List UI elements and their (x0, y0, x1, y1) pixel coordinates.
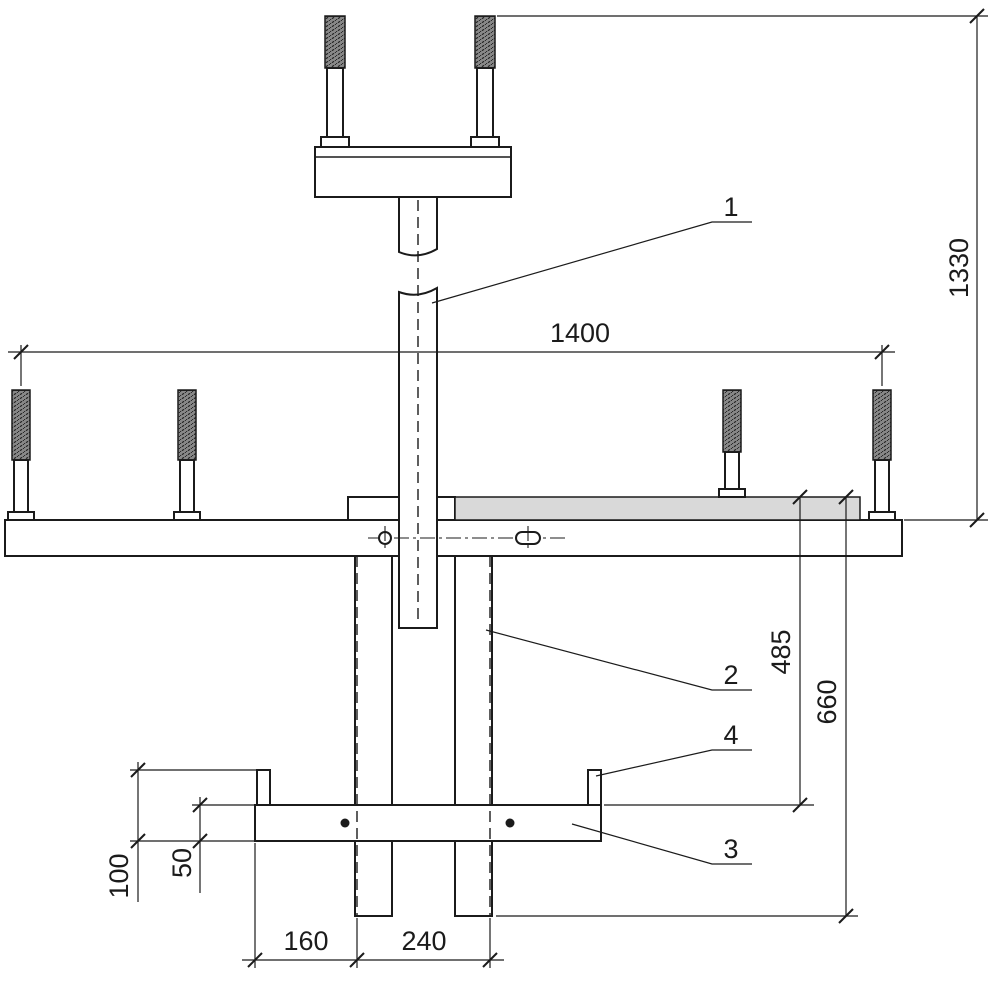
bolt-thread (722, 389, 742, 453)
bolt-shank (476, 67, 494, 138)
dim-tick (838, 908, 854, 924)
dim-tick (192, 833, 208, 849)
top-plate (314, 146, 512, 198)
dim-1330: 1330 (497, 8, 988, 528)
base-plate (254, 804, 602, 842)
leader-line (595, 749, 752, 777)
bolt-thread (324, 15, 346, 69)
dim-tick (13, 344, 29, 360)
bolt-shank (874, 459, 890, 513)
callout-part-3: 3 (571, 823, 752, 865)
leader-line (571, 823, 752, 865)
part-4-label: 4 (723, 720, 738, 750)
part-3-label: 3 (723, 834, 738, 864)
dim-1400-label: 1400 (550, 318, 610, 348)
base-plate-bolt-right (505, 818, 515, 828)
bolt-flange (7, 511, 35, 521)
leader-line (485, 629, 752, 691)
dim-160-label: 160 (283, 926, 328, 956)
bolt-thread (474, 15, 496, 69)
dim-100-label: 100 (104, 853, 134, 898)
bolt-flange (868, 511, 896, 521)
support-post-right (454, 555, 493, 917)
dim-485: 485 (604, 489, 814, 813)
dim-tick (792, 797, 808, 813)
bolt-thread (872, 389, 892, 461)
dim-tick (130, 762, 146, 778)
bolt-thread (177, 389, 197, 461)
support-post-left (354, 555, 393, 917)
beam-bolt-4 (868, 389, 896, 521)
bolt-shank (724, 451, 740, 490)
dim-1400: 1400 (8, 318, 895, 386)
base-plate-bolt-left (340, 818, 350, 828)
leader-line (431, 221, 752, 304)
upper-assembly (314, 15, 512, 198)
bolt-thread (11, 389, 31, 461)
bolt-flange (470, 136, 500, 148)
dim-tick (969, 8, 985, 24)
dim-tick (247, 952, 263, 968)
dim-tick (874, 344, 890, 360)
dim-100-50: 100 50 (104, 762, 256, 902)
dim-tick (969, 512, 985, 528)
centerlines (356, 200, 491, 916)
callout-part-2: 2 (485, 629, 752, 691)
dim-485-label: 485 (766, 629, 796, 674)
callout-part-1: 1 (431, 192, 752, 304)
bolt-shank (326, 67, 344, 138)
bolt-flange (173, 511, 201, 521)
beam-bolt-1 (7, 389, 35, 521)
part-1-label: 1 (723, 192, 738, 222)
dim-tick (130, 833, 146, 849)
beam-top-plate-right (454, 496, 861, 521)
bolt-shank (179, 459, 195, 513)
beam-bolt-3 (718, 389, 746, 498)
base-plate-assembly (254, 769, 602, 842)
dim-tick (838, 489, 854, 505)
dim-50-label: 50 (167, 848, 197, 878)
bolt-flange (718, 488, 746, 498)
beam-axis-and-holes (368, 526, 566, 550)
bolt-flange (320, 136, 350, 148)
bolt-shank (13, 459, 29, 513)
top-anchor-bolt-left (320, 15, 350, 148)
beam-bolt-2 (173, 389, 201, 521)
base-plate-tab-left (256, 769, 271, 807)
dim-tick (482, 952, 498, 968)
dim-660-label: 660 (812, 679, 842, 724)
dim-tick (792, 489, 808, 505)
support-posts (354, 555, 493, 917)
dim-tick (192, 797, 208, 813)
dim-660: 660 (496, 489, 858, 924)
top-anchor-bolt-right (470, 15, 500, 148)
dim-1330-label: 1330 (944, 238, 974, 298)
dim-240-label: 240 (401, 926, 446, 956)
dim-160-240: 160 240 (242, 843, 504, 968)
part-2-label: 2 (723, 660, 738, 690)
beam-anchor-bolts (7, 389, 896, 521)
callout-part-4: 4 (595, 720, 752, 777)
dim-tick (349, 952, 365, 968)
